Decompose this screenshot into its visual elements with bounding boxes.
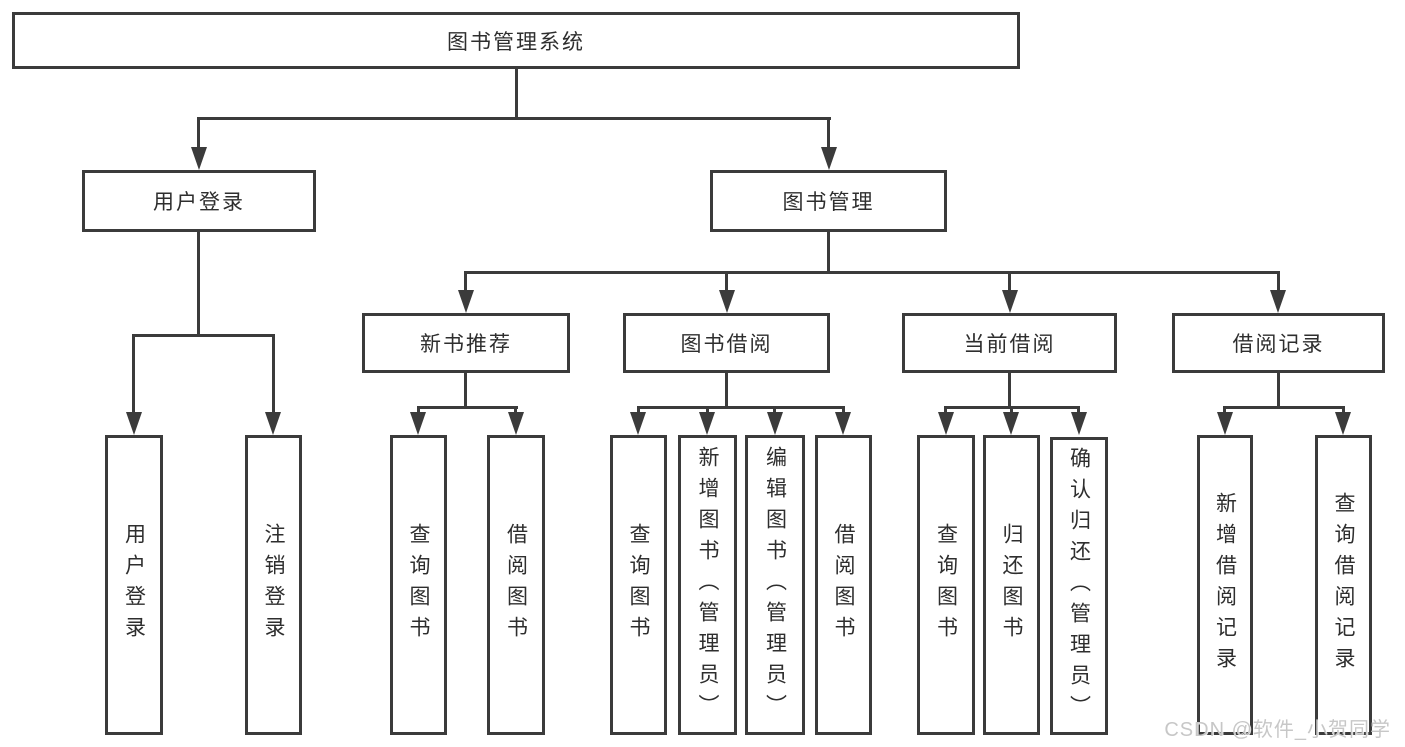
connector-line bbox=[827, 117, 830, 149]
node-label: 新书推荐 bbox=[420, 333, 512, 356]
connector-line bbox=[1342, 406, 1345, 416]
connector-arrowhead bbox=[1335, 412, 1351, 435]
connector-line bbox=[706, 406, 709, 416]
node-book-borrowing: 图书借阅 bbox=[623, 313, 830, 373]
node-user-login: 用户登录 bbox=[82, 170, 316, 232]
connector-line bbox=[1010, 406, 1013, 416]
connector-arrowhead bbox=[1003, 412, 1019, 435]
leaf-label: 查询图书 bbox=[627, 523, 650, 647]
connector-line bbox=[1223, 406, 1226, 416]
leaf-query-books-current: 查询图书 bbox=[917, 435, 975, 735]
connector-line bbox=[464, 271, 467, 292]
node-label: 图书管理 bbox=[782, 191, 875, 214]
connector-arrowhead bbox=[767, 412, 783, 435]
leaf-label: 确认归还（管理员） bbox=[1067, 446, 1091, 726]
connector-arrowhead bbox=[410, 412, 426, 435]
leaf-return-book: 归还图书 bbox=[983, 435, 1040, 735]
node-current-borrowing: 当前借阅 bbox=[902, 313, 1117, 373]
leaf-borrow-books-recommend: 借阅图书 bbox=[487, 435, 545, 735]
connector-line bbox=[725, 373, 728, 409]
connector-line bbox=[773, 406, 776, 416]
connector-arrowhead bbox=[191, 147, 207, 170]
connector-arrowhead bbox=[265, 412, 281, 435]
connector-line bbox=[515, 69, 518, 118]
csdn-watermark: CSDN @软件_小贺同学 bbox=[1164, 719, 1391, 741]
node-label: 用户登录 bbox=[153, 191, 245, 214]
connector-line bbox=[827, 232, 830, 274]
leaf-label: 注销登录 bbox=[262, 523, 285, 647]
leaf-query-books-borrowing: 查询图书 bbox=[610, 435, 667, 735]
connector-line bbox=[197, 117, 831, 120]
connector-arrowhead bbox=[821, 147, 837, 170]
node-label: 借阅记录 bbox=[1232, 333, 1325, 356]
leaf-label: 查询图书 bbox=[934, 523, 958, 647]
connector-arrowhead bbox=[938, 412, 954, 435]
node-book-management: 图书管理 bbox=[710, 170, 947, 232]
connector-line bbox=[417, 406, 518, 409]
connector-line bbox=[1277, 373, 1280, 409]
leaf-query-books-recommend: 查询图书 bbox=[390, 435, 447, 735]
node-label: 图书借阅 bbox=[680, 333, 773, 356]
leaf-confirm-return-admin: 确认归还（管理员） bbox=[1050, 437, 1108, 735]
leaf-label: 归还图书 bbox=[1000, 523, 1023, 647]
leaf-label: 新增借阅记录 bbox=[1213, 492, 1237, 678]
connector-line bbox=[1008, 373, 1011, 409]
leaf-label: 查询图书 bbox=[407, 523, 430, 647]
leaf-label: 编辑图书（管理员） bbox=[763, 445, 787, 725]
connector-arrowhead bbox=[458, 290, 474, 313]
connector-arrowhead bbox=[719, 290, 735, 313]
connector-line bbox=[197, 232, 200, 337]
connector-line bbox=[842, 406, 845, 416]
connector-arrowhead bbox=[1217, 412, 1233, 435]
node-new-book-recommend: 新书推荐 bbox=[362, 313, 570, 373]
leaf-logout: 注销登录 bbox=[245, 435, 302, 735]
connector-line bbox=[725, 271, 728, 292]
node-library-management-system: 图书管理系统 bbox=[12, 12, 1020, 69]
leaf-label: 查询借阅记录 bbox=[1332, 492, 1355, 678]
connector-line bbox=[464, 373, 467, 409]
leaf-label: 借阅图书 bbox=[504, 523, 528, 647]
leaf-borrow-books-borrowing: 借阅图书 bbox=[815, 435, 872, 735]
connector-arrowhead bbox=[508, 412, 524, 435]
connector-line bbox=[417, 406, 420, 416]
leaf-edit-book-admin: 编辑图书（管理员） bbox=[745, 435, 805, 735]
leaf-query-borrow-record: 查询借阅记录 bbox=[1315, 435, 1372, 735]
connector-arrowhead bbox=[1270, 290, 1286, 313]
node-borrowing-records: 借阅记录 bbox=[1172, 313, 1385, 373]
connector-line bbox=[1223, 406, 1345, 409]
connector-line bbox=[197, 117, 200, 149]
connector-line bbox=[132, 334, 135, 414]
connector-line bbox=[1277, 271, 1280, 292]
connector-line bbox=[514, 406, 517, 416]
connector-arrowhead bbox=[1002, 290, 1018, 313]
connector-line bbox=[637, 406, 845, 409]
connector-line bbox=[944, 406, 947, 416]
leaf-add-borrow-record: 新增借阅记录 bbox=[1197, 435, 1253, 735]
connector-arrowhead bbox=[126, 412, 142, 435]
connector-line bbox=[637, 406, 640, 416]
connector-line bbox=[1008, 271, 1011, 292]
leaf-label: 用户登录 bbox=[122, 523, 146, 647]
node-label: 当前借阅 bbox=[963, 333, 1056, 356]
connector-line bbox=[132, 334, 275, 337]
leaf-label: 借阅图书 bbox=[832, 523, 855, 647]
leaf-label: 新增图书（管理员） bbox=[696, 445, 719, 725]
connector-arrowhead bbox=[699, 412, 715, 435]
connector-line bbox=[272, 334, 275, 414]
node-label: 图书管理系统 bbox=[447, 30, 585, 54]
connector-arrowhead bbox=[835, 412, 851, 435]
connector-arrowhead bbox=[630, 412, 646, 435]
leaf-add-book-admin: 新增图书（管理员） bbox=[678, 435, 737, 735]
connector-arrowhead bbox=[1071, 412, 1087, 435]
leaf-user-login: 用户登录 bbox=[105, 435, 163, 735]
connector-line bbox=[464, 271, 1280, 274]
connector-line bbox=[1077, 406, 1080, 416]
